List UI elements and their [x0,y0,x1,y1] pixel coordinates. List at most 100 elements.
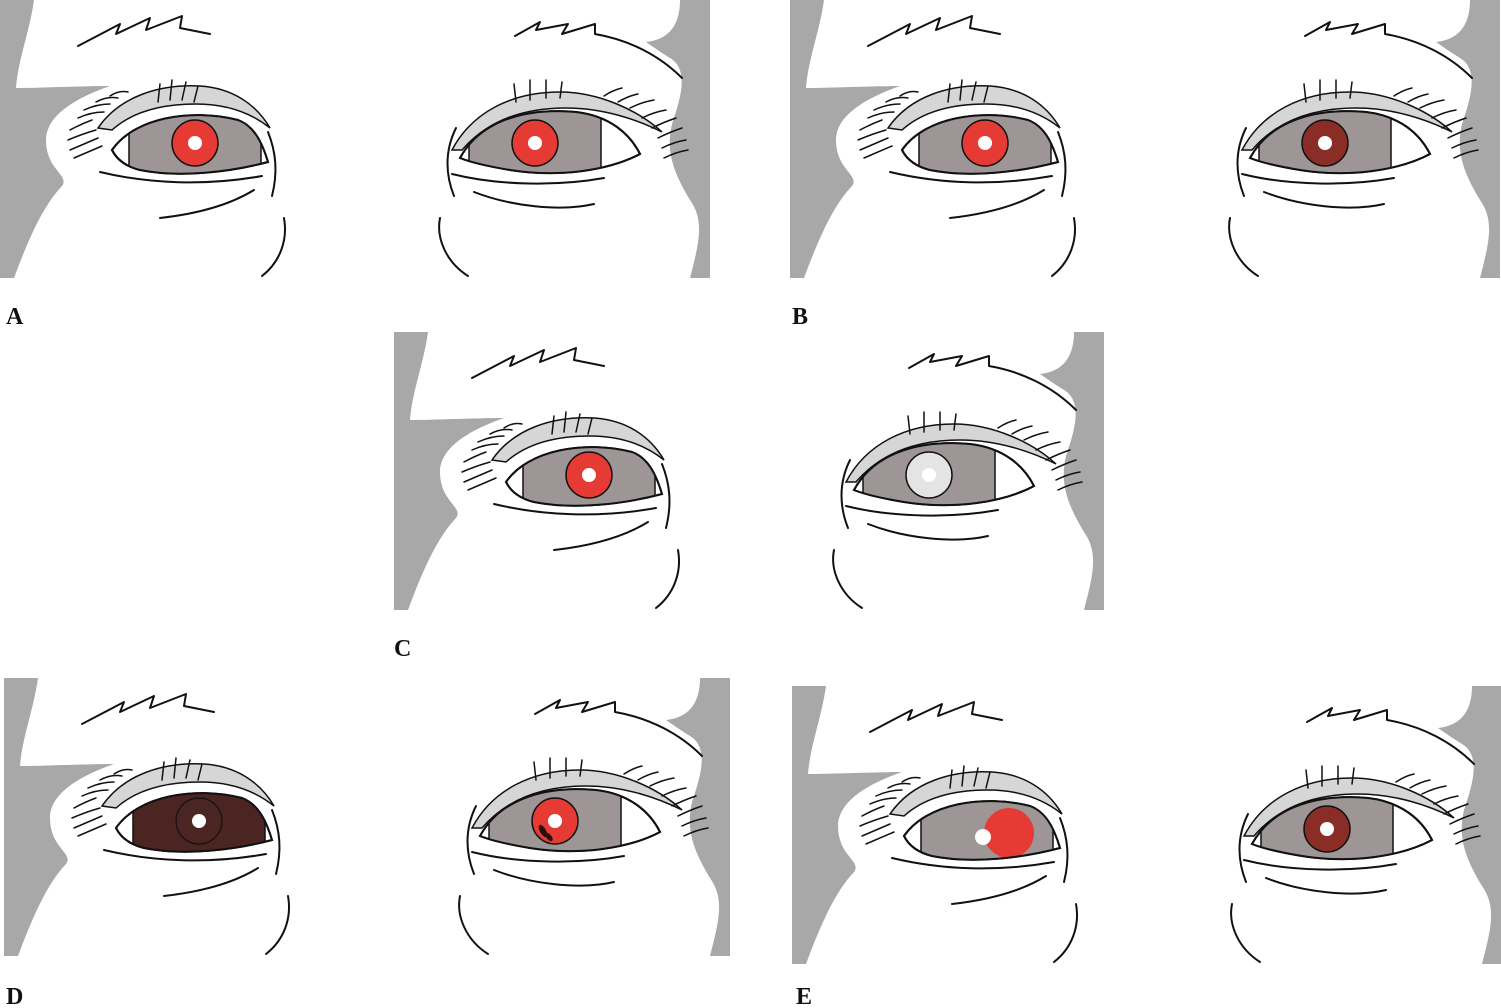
face-contour [1228,217,1259,277]
eyebrow [514,21,683,79]
lower-eyelid [845,505,999,517]
lower-eyelid [99,171,263,184]
lower-eyelid [1243,859,1397,871]
panel-label-b: B [792,304,808,330]
corneal-light-reflex [548,814,562,828]
eyebrow [81,693,215,725]
face-contour [1051,217,1076,277]
eyelashes [859,765,991,845]
lower-eyelid [1241,173,1395,185]
eyebrow [908,353,1077,411]
eyelashes [67,79,199,159]
face-shadow [666,678,730,956]
orbit-contour [1238,813,1249,883]
cheek-contour [1265,877,1387,895]
eyelashes [1305,765,1481,845]
displaced-red-reflex [984,808,1034,858]
cheek-contour [1263,191,1385,209]
opacity-spot [538,824,548,838]
orbit-contour [1059,817,1069,883]
face-contour [832,549,863,609]
eyebrow [77,15,211,47]
cheek-contour [159,189,255,219]
lower-eyelid [891,857,1055,870]
face-contour [261,217,286,277]
corneal-light-reflex [582,468,596,482]
panel-b-right-eye [1228,0,1500,278]
eyelashes [857,79,989,159]
face-shadow [1436,0,1500,278]
panel-c: C [394,332,1104,662]
face-shadow [1438,686,1501,964]
eyelashes [907,411,1083,491]
panel-c-left-eye [394,332,680,610]
cheek-contour [949,189,1045,219]
panel-a-right-eye [438,0,710,278]
cheek-contour [553,521,649,551]
pupil-outline [175,797,223,845]
orbit-contour [1236,127,1247,197]
cheek-contour [951,875,1047,905]
orbit-contour [271,809,281,875]
lower-eyelid [493,503,657,516]
corneal-light-reflex [978,136,992,150]
lower-eyelid [889,171,1053,184]
eyelashes [1303,79,1479,159]
cheek-contour [493,869,615,887]
panel-d-right-eye [458,678,730,956]
face-contour [438,217,469,277]
eyebrow [1306,707,1475,765]
eyelashes [533,757,709,837]
eyebrow [867,15,1001,47]
face-shadow [790,0,900,278]
panel-label-c: C [394,636,411,662]
lower-eyelid [103,849,267,862]
face-shadow [0,0,110,278]
panel-a: A [0,0,710,330]
lower-eyelid [471,851,625,863]
corneal-light-reflex [188,136,202,150]
face-shadow [394,332,504,610]
panel-e: E [792,686,1501,1008]
eyelashes [513,79,689,159]
face-shadow [646,0,710,278]
face-contour [1053,903,1078,963]
panel-e-right-eye [1230,686,1501,964]
panel-label-d: D [6,984,23,1008]
face-shadow [1040,332,1104,610]
panel-c-right-eye [832,332,1104,610]
orbit-contour [661,463,671,529]
eyebrow [1304,21,1473,79]
opacity-spot [545,832,553,842]
face-shadow [4,678,114,956]
orbit-contour [446,127,457,197]
panel-d: D [4,678,730,1008]
face-contour [1230,903,1261,963]
eyebrow [534,699,703,757]
face-contour [265,895,290,955]
face-contour [458,895,489,955]
panel-b: B [790,0,1500,330]
lower-eyelid [451,173,605,185]
corneal-light-reflex [528,136,542,150]
eyebrow [869,701,1003,733]
corneal-light-reflex [1320,822,1334,836]
orbit-contour [840,459,851,529]
cheek-contour [163,867,259,897]
corneal-light-reflex [922,468,936,482]
orbit-contour [1057,131,1067,197]
orbit-contour [466,805,477,875]
panel-d-left-eye [4,678,290,956]
corneal-light-reflex [192,814,206,828]
eyebrow [471,347,605,379]
orbit-contour [267,131,277,197]
cheek-contour [867,523,989,541]
panel-a-left-eye [0,0,286,278]
panel-b-left-eye [790,0,1076,278]
face-contour [655,549,680,609]
panel-e-left-eye [792,686,1078,964]
panel-label-e: E [796,984,812,1008]
corneal-light-reflex [1318,136,1332,150]
face-shadow [792,686,902,964]
